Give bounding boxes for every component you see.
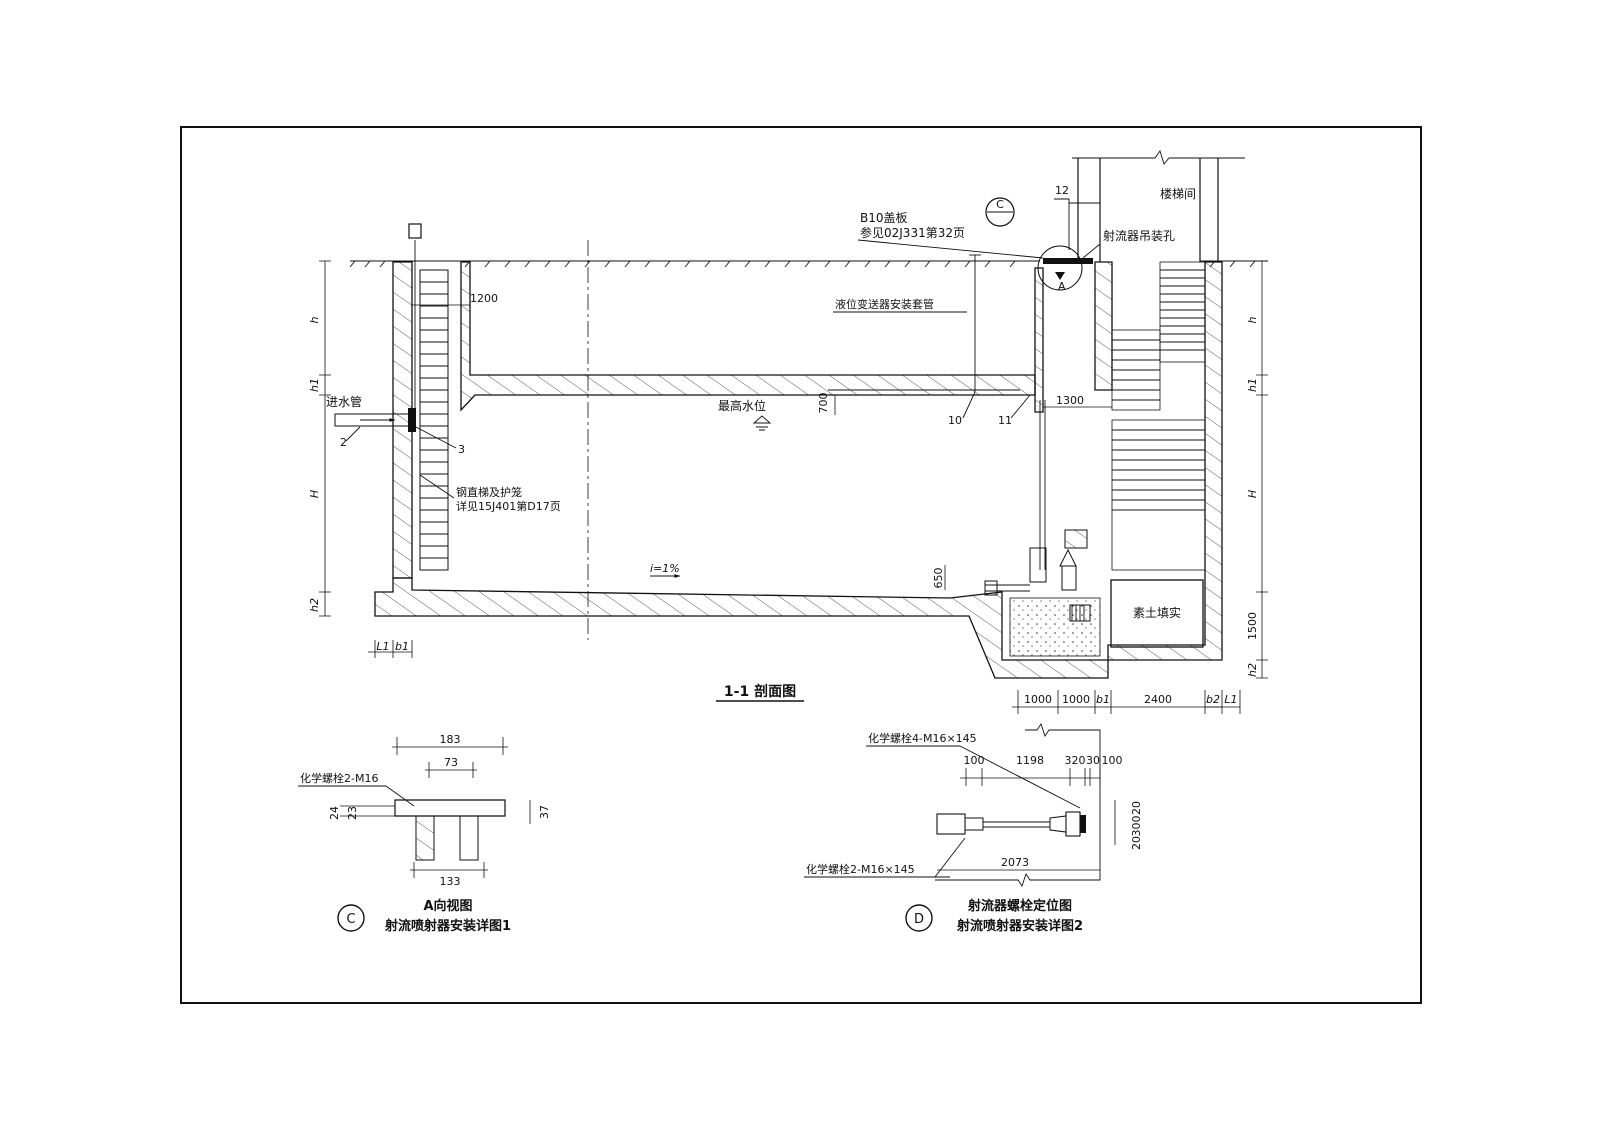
- section-title: 1-1 剖面图: [724, 683, 796, 700]
- detail-d-name: 射流器螺栓定位图: [967, 898, 1072, 914]
- cover-plate-ref: 参见02J331第32页: [860, 225, 965, 240]
- dim-37: 37: [538, 805, 551, 819]
- marker-a: A: [1058, 280, 1066, 293]
- dim-700: 700: [817, 393, 830, 414]
- dim-b1-right: b1: [1096, 693, 1110, 706]
- steel-ladder: [408, 223, 449, 571]
- dim-1000-a: 1000: [1024, 693, 1052, 706]
- dim-100-b: 100: [1102, 754, 1123, 767]
- ground-hatch: [349, 260, 1256, 268]
- bottom-left-dims: [368, 640, 413, 658]
- marker-c: C: [346, 912, 355, 927]
- dim-23: 23: [346, 806, 359, 820]
- chamber-wall-upper: [1094, 261, 1113, 391]
- detail-c-name: A向视图: [423, 898, 472, 914]
- base-plate: [394, 799, 506, 817]
- ejector-plan: [936, 811, 1086, 837]
- right-dim-chain: [1256, 260, 1268, 679]
- ladder-label: 钢直梯及护笼: [456, 485, 522, 499]
- support-right: [459, 815, 479, 861]
- dim-320: 320: [1065, 754, 1086, 767]
- dim-20-a: 20: [1130, 801, 1143, 815]
- roof-slab: [460, 261, 1036, 412]
- bottom-slab: [374, 577, 1109, 679]
- cover-detail: [1037, 245, 1093, 291]
- dim-h2-right: h2: [1246, 663, 1259, 677]
- bottom-right-dims: [1012, 690, 1241, 714]
- sump-concrete: [1009, 597, 1101, 657]
- left-dim-chain: [319, 260, 331, 617]
- detail-c-marker-top: [985, 197, 1015, 227]
- dim-h-left: h: [308, 316, 321, 323]
- dim-73: 73: [444, 756, 458, 769]
- dim-183: 183: [440, 733, 461, 746]
- inlet-label: 进水管: [326, 394, 362, 409]
- dim-24: 24: [328, 806, 341, 820]
- dim-L1-left: L1: [376, 640, 389, 653]
- dim-300: 300: [1130, 816, 1143, 837]
- sheet-frame: [180, 126, 1422, 1004]
- cover-plate-label: B10盖板: [860, 211, 908, 225]
- dim-133: 133: [440, 875, 461, 888]
- dim-2073: 2073: [1001, 856, 1029, 869]
- detail-d-sub: 射流喷射器安装详图2: [956, 918, 1083, 934]
- max-water-label: 最高水位: [718, 398, 766, 413]
- callout-2: 2: [340, 436, 347, 449]
- detail-d: 化学螺栓4-M16×145 100 1198 320 30 100 化学螺栓2-…: [804, 722, 1143, 934]
- chem-bolt-d2-label: 化学螺栓2-M16×145: [806, 862, 915, 876]
- detail-c-marker: [337, 904, 365, 932]
- dim-b1-left: b1: [395, 640, 409, 653]
- dim-20-b: 20: [1130, 836, 1143, 850]
- dim-h1-left: h1: [308, 378, 321, 392]
- backfill-label: 素土填实: [1133, 605, 1181, 620]
- ejector-hole-label: 射流器吊装孔: [1103, 228, 1175, 243]
- dim-100-a: 100: [964, 754, 985, 767]
- level-sleeve-label: 液位变送器安装套管: [835, 297, 934, 311]
- dim-650: 650: [932, 568, 945, 589]
- dim-h2-left: h2: [308, 598, 321, 612]
- stairwell-building: [1069, 149, 1245, 262]
- callout-12: 12: [1055, 184, 1069, 197]
- dim-L1-right: L1: [1224, 693, 1237, 706]
- callout-3: 3: [458, 443, 465, 456]
- dim-1500: 1500: [1246, 612, 1259, 640]
- callout-11: 11: [998, 414, 1012, 427]
- dim-1200: 1200: [470, 292, 498, 305]
- backfill-box: [1110, 579, 1204, 648]
- cover-wall: [1034, 267, 1044, 413]
- dim-H-left: H: [308, 490, 321, 498]
- section-1-1: 素土填实 楼梯间 12 钢直梯及护笼 详见15J40: [308, 149, 1268, 714]
- stairwell-label: 楼梯间: [1160, 186, 1196, 201]
- ejector-pump: [984, 400, 1091, 622]
- dim-H-right: H: [1246, 490, 1259, 498]
- detail-d-marker: [905, 904, 933, 932]
- dim-30: 30: [1086, 754, 1100, 767]
- support-left: [415, 815, 435, 861]
- callout-10: 10: [948, 414, 962, 427]
- stair-flights: [1111, 261, 1206, 571]
- marker-c-top: C: [996, 198, 1004, 211]
- dim-1198: 1198: [1016, 754, 1044, 767]
- dim-b2: b2: [1206, 693, 1220, 706]
- slope-label: i=1%: [650, 562, 680, 575]
- water-level-symbol: [752, 415, 772, 431]
- chem-bolt-d1-label: 化学螺栓4-M16×145: [868, 731, 977, 745]
- dim-h1-right: h1: [1246, 378, 1259, 392]
- marker-d: D: [914, 912, 924, 927]
- ladder-ref: 详见15J401第D17页: [456, 499, 561, 513]
- dim-1300: 1300: [1056, 394, 1084, 407]
- chem-bolt-c-label: 化学螺栓2-M16: [300, 771, 378, 785]
- dim-2400: 2400: [1144, 693, 1172, 706]
- dim-h-right: h: [1246, 316, 1259, 323]
- inlet-pipe: [334, 408, 416, 432]
- detail-c: 183 73 化学螺栓2-M16 24 23 37 133 C A向视图 射流喷…: [298, 733, 551, 934]
- detail-c-sub: 射流喷射器安装详图1: [384, 918, 511, 934]
- dim-1000-b: 1000: [1062, 693, 1090, 706]
